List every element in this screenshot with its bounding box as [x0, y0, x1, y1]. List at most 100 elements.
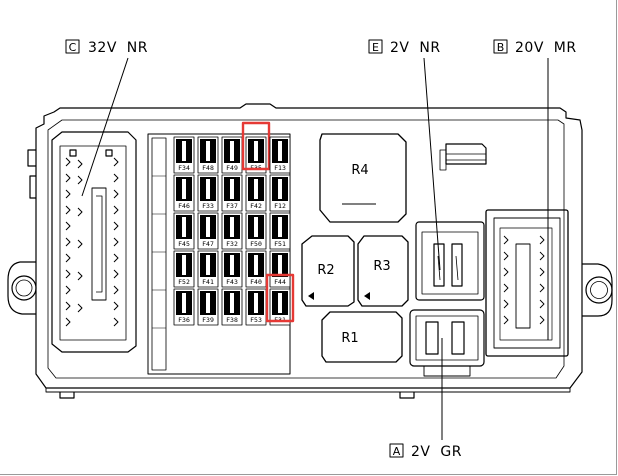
callout-text: 32V NR	[88, 40, 148, 56]
callout-letter: E	[372, 41, 379, 54]
fuse-label: F52	[178, 278, 190, 286]
fuse-element	[278, 141, 282, 161]
fuse-label: F45	[178, 240, 190, 248]
fuse-box-housing	[7, 103, 613, 399]
fuse-f49: F49	[221, 136, 243, 174]
connector-c	[51, 131, 137, 353]
fuse-f33: F33	[197, 174, 219, 212]
fuse-f46: F46	[173, 174, 195, 212]
fuse-f31: F31	[265, 273, 295, 326]
fuse-label: F39	[202, 316, 214, 324]
fuse-element	[206, 293, 210, 313]
fuse-element	[230, 179, 234, 199]
fuse-f38: F38	[221, 288, 243, 326]
relay-r1: R1	[321, 311, 403, 363]
callout-letter: C	[69, 41, 77, 54]
fuse-label: F34	[178, 164, 190, 172]
fuse-element	[278, 179, 282, 199]
fuse-f45: F45	[173, 212, 195, 250]
fuse-element	[182, 141, 186, 161]
fuse-element	[278, 293, 282, 313]
relay-r2: R2	[301, 235, 355, 307]
callout-letter: A	[393, 445, 401, 458]
callout-a: A 2V GR	[389, 443, 462, 460]
fuse-element	[254, 255, 258, 275]
connector-middle	[415, 221, 485, 301]
fuse-f32: F32	[221, 212, 243, 250]
fuse-f48: F48	[197, 136, 219, 174]
fuse-element	[230, 293, 234, 313]
relay-r4: R4	[319, 133, 407, 223]
callout-letter-box	[368, 39, 383, 54]
fuse-label: F13	[274, 164, 286, 172]
fuse-element	[278, 217, 282, 237]
callout-c: C 32V NR	[65, 39, 148, 56]
fuse-f36: F36	[173, 288, 195, 326]
fuse-label: F37	[226, 202, 238, 210]
fuse-element	[182, 179, 186, 199]
fuse-f50: F50	[245, 212, 267, 250]
fuse-element	[206, 179, 210, 199]
fuse-label: F41	[202, 278, 214, 286]
fuse-element	[206, 141, 210, 161]
connector-e	[439, 143, 487, 171]
callout-text: 2V NR	[390, 40, 441, 56]
fuse-element	[206, 217, 210, 237]
fuse-f35: F35	[241, 121, 271, 174]
fuse-element	[182, 255, 186, 275]
callout-e: E 2V NR	[368, 39, 441, 56]
fuse-label: F12	[274, 202, 286, 210]
relay-label: R3	[373, 259, 390, 274]
fuse-f44: F44	[269, 250, 291, 288]
callout-letter-box	[65, 39, 80, 54]
fuse-label: F43	[226, 278, 238, 286]
fuse-element	[230, 217, 234, 237]
fuse-element	[182, 293, 186, 313]
leader-lines	[81, 57, 549, 440]
connector-a	[409, 309, 485, 377]
fuse-f40: F40	[245, 250, 267, 288]
callout-b: B 20V MR	[493, 39, 576, 56]
fuse-label: F48	[202, 164, 214, 172]
callout-letter: B	[497, 41, 505, 54]
callout-text: 2V GR	[411, 444, 462, 460]
fuse-label: F42	[250, 202, 262, 210]
fuse-element	[254, 293, 258, 313]
fuse-element	[278, 255, 282, 275]
relay-label: R1	[341, 331, 358, 346]
callout-letter-box	[493, 39, 508, 54]
fuse-f41: F41	[197, 250, 219, 288]
fuse-highlight	[241, 121, 271, 171]
fuse-element	[182, 217, 186, 237]
fuse-f34: F34	[173, 136, 195, 174]
callout-letter-box	[389, 443, 404, 458]
fuse-label: F33	[202, 202, 214, 210]
fuse-label: F49	[226, 164, 238, 172]
fuse-f13: F13	[269, 136, 291, 174]
fuse-element	[230, 141, 234, 161]
relay-label: R4	[351, 163, 368, 178]
fuse-f43: F43	[221, 250, 243, 288]
relay-label: R2	[317, 263, 334, 278]
fuse-f37: F37	[221, 174, 243, 212]
fuse-f52: F52	[173, 250, 195, 288]
connector-b	[485, 209, 569, 357]
fuse-f42: F42	[245, 174, 267, 212]
fuse-f12: F12	[269, 174, 291, 212]
fuse-element	[206, 255, 210, 275]
fuse-element	[254, 141, 258, 161]
fuse-element	[254, 217, 258, 237]
fuse-label: F40	[250, 278, 262, 286]
fuse-highlight	[265, 273, 295, 323]
fuse-element	[230, 255, 234, 275]
fuse-label: F32	[226, 240, 238, 248]
fuse-f53: F53	[245, 288, 267, 326]
relay-r3: R3	[357, 235, 409, 307]
fuse-f47: F47	[197, 212, 219, 250]
fuse-label: F38	[226, 316, 238, 324]
fuse-label: F51	[274, 240, 286, 248]
fuse-f51: F51	[269, 212, 291, 250]
fuse-label: F47	[202, 240, 214, 248]
